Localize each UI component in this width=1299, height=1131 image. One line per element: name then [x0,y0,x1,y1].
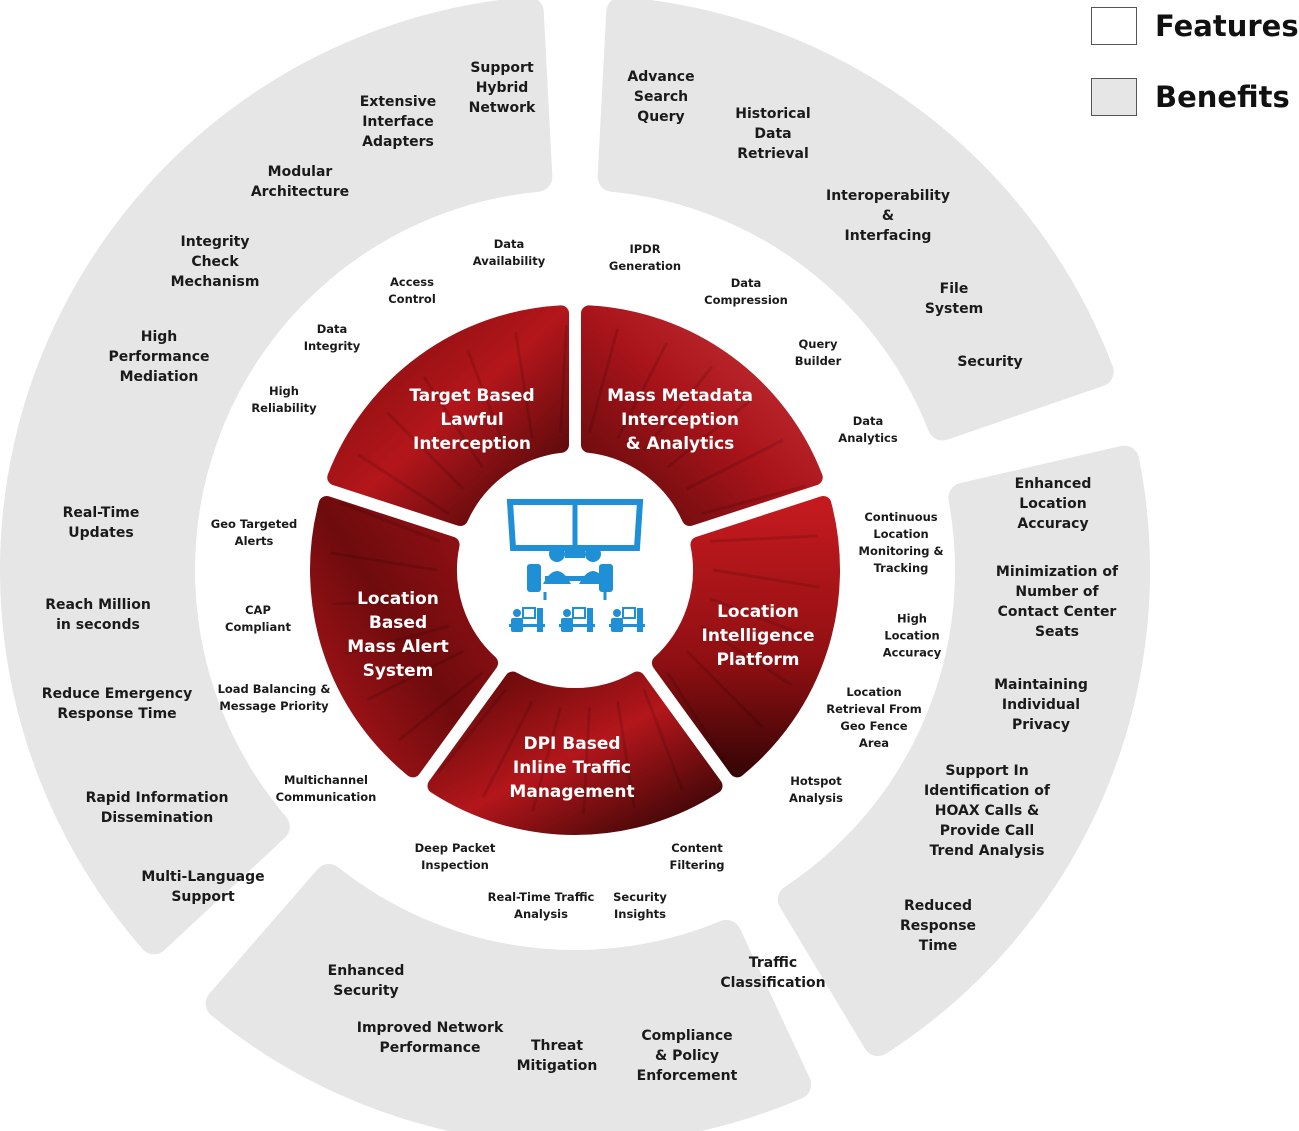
feature-label: Access Control [388,275,436,306]
benefits-band-mass-alert [0,351,290,955]
segment-texture-line [700,484,806,516]
segment-texture-line [481,700,534,798]
segment-title-lawful-interception: Target Based Lawful Interception [409,386,535,454]
segment-texture-line [386,411,465,490]
control-room-operators-icon [506,499,645,632]
feature-label: Query Builder [794,337,842,368]
segment-texture-line [685,650,764,729]
feature-label: Location Retrieval From Geo Fence Area [826,685,922,750]
segment-texture-line [666,671,728,764]
segment-texture-line [559,325,568,433]
segment-texture-line [685,438,784,491]
benefit-label: Threat Mitigation [516,1038,598,1074]
segment-texture-line [709,534,818,543]
benefit-label: Rapid Information Dissemination [85,790,229,826]
feature-label: High Reliability [251,384,317,415]
feature-label: IPDR Generation [608,242,682,273]
segment-texture-line [642,365,714,452]
benefit-label: Integrity Check Mechanism [170,234,260,290]
benefit-label: Traffic Classification [720,955,826,991]
segment-lawful-interception [327,305,570,527]
benefit-label: High Performance Mediation [108,329,210,385]
segment-texture-line [330,551,438,572]
feature-label: Deep Packet Inspection [414,841,496,872]
legend-features-label: Features [1155,9,1299,43]
benefit-label: Support Hybrid Network [468,60,536,116]
segment-texture-line [514,332,534,439]
feature-label: Data Compression [704,276,788,307]
segment-texture-line [397,671,484,742]
benefit-label: Enhanced Security [327,963,405,999]
feature-label: Load Balancing & Message Priority [217,682,331,713]
segment-title-location-intelligence: Location Intelligence Platform [701,602,815,670]
segment-texture-line [531,706,563,812]
segment-texture-line [616,701,636,808]
segment-dpi-traffic [427,671,723,835]
benefit-label: Minimization of Number of Contact Center… [995,564,1119,640]
segment-mass-metadata [580,305,823,527]
segment-texture-line [712,568,820,589]
segment-texture-line [436,688,508,775]
segment-texture-line [357,453,450,516]
benefit-label: Multi-Language Support [141,869,265,905]
benefit-label: Real-Time Updates [62,505,140,541]
benefit-label: Reach Million in seconds [45,597,151,633]
benefits-band-dpi-traffic [205,863,812,1131]
feature-label: Multichannel Communication [275,773,377,804]
feature-label: Content Filtering [669,841,725,872]
segment-texture-line [709,597,812,639]
benefit-label: Support In Identification of HOAX Calls … [924,763,1050,859]
benefit-label: Modular Architecture [250,164,350,200]
feature-label: CAP Compliant [225,603,291,634]
segment-title-dpi-traffic: DPI Based Inline Traffic Management [509,734,635,802]
benefit-label: Interoperability & Interfacing [826,188,950,244]
benefits-band-location-intelligence [777,445,1150,1057]
feature-label: Security Insights [613,890,667,921]
feature-label: Data Analytics [838,414,898,445]
segment-texture-line [338,501,441,543]
legend-features-swatch [1091,7,1137,45]
feature-label: Data Availability [472,237,546,268]
segment-texture-line [616,342,669,440]
benefit-label: Advance Search Query [627,69,695,125]
benefits-band-lawful-interception [18,0,553,480]
feature-label: Hotspot Analysis [789,774,843,805]
legend-benefits-label: Benefits [1155,80,1290,114]
benefit-label: Extensive Interface Adapters [359,94,437,150]
benefit-label: Compliance & Policy Enforcement [636,1028,738,1084]
legend-benefits-swatch [1091,78,1137,116]
feature-label: Data Integrity [303,322,361,353]
feature-label: Geo Targeted Alerts [210,517,298,548]
benefit-label: Maintaining Individual Privacy [994,677,1088,733]
segment-title-mass-metadata: Mass Metadata Interception & Analytics [607,386,753,454]
segment-texture-line [466,349,508,452]
benefit-label: Enhanced Location Accuracy [1014,476,1092,532]
segment-title-mass-alert: Location Based Mass Alert System [347,589,449,681]
segment-texture-line [700,624,793,687]
segment-texture-line [587,328,619,434]
benefit-label: Historical Data Retrieval [735,106,811,162]
benefits-band-mass-metadata [597,0,1114,441]
segment-location-intelligence [651,496,840,778]
benefit-label: Reduced Response Time [899,898,977,954]
segment-texture-line [422,376,484,469]
segment-texture-line [582,707,591,815]
segment-texture-line [344,624,450,656]
segment-texture-line [332,597,441,606]
segment-texture-line [366,649,465,702]
segment-texture-line [642,688,684,791]
benefit-label: Reduce Emergency Response Time [41,686,193,722]
benefit-label: Improved Network Performance [356,1020,504,1056]
feature-label: Continuous Location Monitoring & Trackin… [858,510,944,575]
benefit-label: Security [957,354,1023,370]
feature-label: High Location Accuracy [882,611,942,660]
feature-label: Real-Time Traffic Analysis [487,890,595,921]
segment-mass-alert [310,496,499,778]
benefit-label: File System [924,281,984,317]
segment-texture-line [666,398,753,469]
